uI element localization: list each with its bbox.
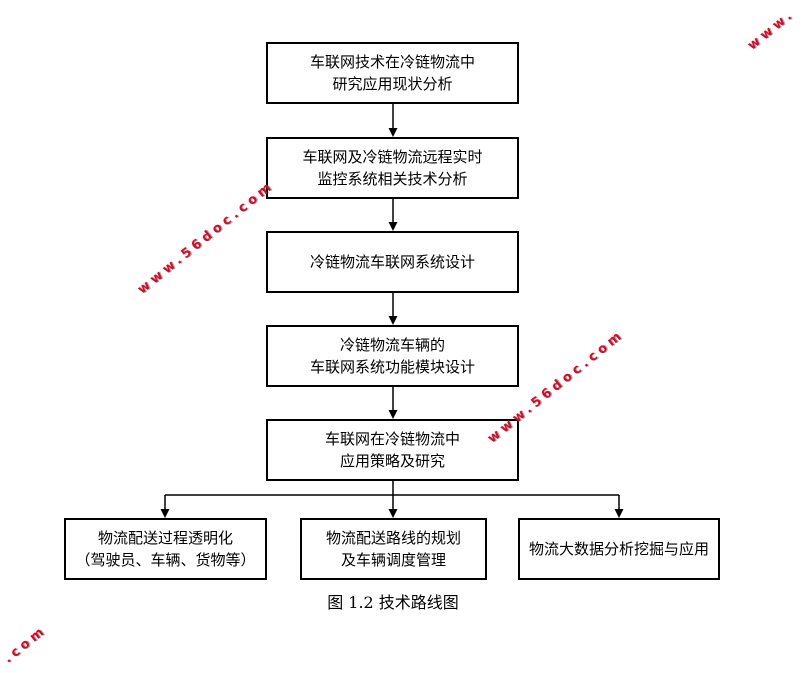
figure-caption: 图 1.2 技术路线图 — [327, 593, 459, 612]
arrow-to-branch3 — [614, 495, 624, 518]
arrow-head — [388, 316, 398, 325]
arrow-head — [160, 509, 170, 518]
flow-step-line: 研究应用现状分析 — [332, 75, 453, 93]
flow-branch-line: 物流配送路线的规划 — [325, 529, 461, 547]
flow-step-1: 车联网技术在冷链物流中 研究应用现状分析 — [266, 42, 519, 104]
arrow-head — [388, 128, 398, 137]
arrow-step1-to-step2 — [388, 104, 398, 137]
flow-branch-line: （驾驶员、车辆、货物等） — [75, 551, 256, 569]
arrow-head — [614, 509, 624, 518]
arrow-head — [388, 222, 398, 231]
flow-branch-line: 物流配送过程透明化 — [97, 529, 233, 547]
flow-step-line: 监控系统相关技术分析 — [317, 170, 468, 188]
flow-step-line: 冷链物流车联网系统设计 — [309, 253, 475, 271]
arrow-step2-to-step3 — [388, 199, 398, 231]
flow-step-line: 应用策略及研究 — [339, 452, 445, 470]
flow-step-line: 冷链物流车辆的 — [339, 336, 445, 354]
flow-step-3: 冷链物流车联网系统设计 — [266, 231, 519, 293]
arrow-to-branch2 — [388, 495, 398, 518]
flow-branch-3: 物流大数据分析挖掘与应用 — [518, 518, 720, 580]
arrow-step3-to-step4 — [388, 293, 398, 325]
flow-branch-2: 物流配送路线的规划 及车辆调度管理 — [300, 518, 487, 580]
flow-branch-line: 及车辆调度管理 — [340, 551, 446, 569]
arrow-step4-to-step5 — [388, 387, 398, 419]
arrow-head — [388, 509, 398, 518]
flow-step-line: 车联网技术在冷链物流中 — [309, 53, 475, 71]
flow-step-line: 车联网及冷链物流远程实时 — [302, 148, 483, 166]
flow-step-2: 车联网及冷链物流远程实时 监控系统相关技术分析 — [266, 137, 519, 199]
flow-step-line: 车联网在冷链物流中 — [324, 430, 460, 448]
flow-step-5: 车联网在冷链物流中 应用策略及研究 — [266, 419, 519, 481]
flow-step-4: 冷链物流车辆的 车联网系统功能模块设计 — [266, 325, 519, 387]
flow-branch-1: 物流配送过程透明化 （驾驶员、车辆、货物等） — [64, 518, 267, 580]
arrow-head — [388, 410, 398, 419]
branch-connector — [160, 481, 624, 518]
arrow-to-branch1 — [160, 495, 170, 518]
flow-branch-line: 物流大数据分析挖掘与应用 — [528, 540, 709, 558]
flow-step-line: 车联网系统功能模块设计 — [309, 358, 475, 376]
